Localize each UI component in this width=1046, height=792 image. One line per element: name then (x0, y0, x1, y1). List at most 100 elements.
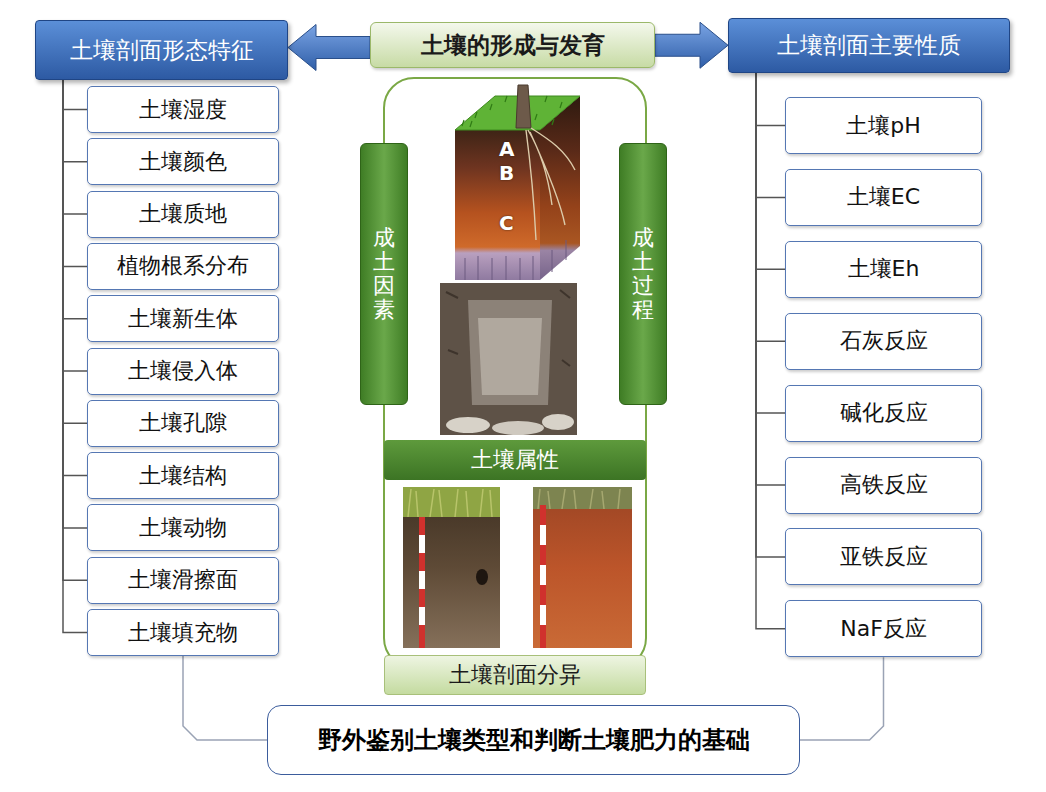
node-text: 石灰反应 (840, 326, 928, 356)
tree-line (63, 80, 87, 266)
group-outline (384, 78, 646, 668)
node-text: 野外鉴别土壤类型和判断土壤肥力的基础 (318, 724, 750, 756)
list-item-box: 亚铁反应 (785, 528, 982, 585)
topic-box: 土壤的形成与发育 (370, 22, 655, 68)
horizon-label: B (499, 161, 514, 185)
measuring-stick (419, 607, 425, 625)
node-text: 碱化反应 (840, 398, 928, 428)
measuring-stick (419, 517, 425, 535)
profile-photo-left (403, 487, 500, 648)
pit-spoil (542, 414, 574, 430)
node-text: NaF反应 (840, 614, 927, 644)
measuring-stick (540, 605, 546, 625)
list-item-box: 土壤结构 (87, 452, 279, 499)
tree-line (63, 80, 87, 476)
measuring-stick (419, 589, 425, 607)
list-item-box: 土壤Eh (785, 241, 982, 298)
tree-line (63, 80, 87, 371)
pit-wall (468, 300, 552, 405)
measuring-stick (419, 625, 425, 648)
profile-soil (403, 487, 500, 648)
list-item-box: 土壤质地 (87, 191, 279, 238)
node-text: 土壤剖面形态特征 (70, 35, 254, 66)
soil-pit-photo (440, 283, 577, 435)
node-text: 土壤孔隙 (139, 408, 227, 438)
tree-line (63, 80, 87, 110)
list-item-box: 土壤颜色 (87, 138, 279, 185)
tree-line (63, 80, 87, 319)
list-item-box: NaF反应 (785, 600, 982, 657)
measuring-stick (540, 565, 546, 585)
tree-line (63, 80, 87, 423)
measuring-stick (419, 571, 425, 589)
tree-line (63, 80, 87, 214)
node-text: 亚铁反应 (840, 542, 928, 572)
node-text: 土壤侵入体 (128, 356, 238, 386)
node-text: 土壤EC (847, 182, 920, 212)
pit-floor (478, 318, 542, 395)
tree-trunk (516, 85, 531, 128)
tree-roots (526, 128, 575, 240)
list-item-box: 碱化反应 (785, 385, 982, 442)
list-item-box: 土壤侵入体 (87, 348, 279, 395)
connector-line (800, 657, 884, 740)
list-item-box: 土壤滑擦面 (87, 557, 279, 604)
measuring-stick (540, 505, 546, 525)
tree-line (756, 73, 785, 341)
tree-line (756, 73, 785, 197)
list-item-box: 土壤pH (785, 97, 982, 154)
node-text: 土壤动物 (139, 513, 227, 543)
tree-line (756, 73, 785, 485)
measuring-stick (419, 553, 425, 571)
tree-line (756, 73, 785, 413)
node-text: 土壤剖面分异 (449, 660, 581, 690)
section-header: 土壤剖面主要性质 (728, 18, 1010, 73)
vertical-bar: 成土因素 (360, 143, 408, 405)
pit-ground (440, 283, 577, 435)
node-text: 土壤结构 (139, 461, 227, 491)
measuring-stick (540, 545, 546, 565)
node-text: 土壤剖面主要性质 (777, 30, 961, 61)
tree-line (63, 80, 87, 528)
list-item-box: 土壤填充物 (87, 609, 279, 656)
node-text: 成土因素 (373, 226, 395, 323)
block-arrow (288, 25, 370, 71)
section-header: 土壤剖面形态特征 (35, 20, 288, 80)
pit-spoil (492, 421, 544, 435)
node-text: 土壤湿度 (139, 95, 227, 125)
connector-line (183, 656, 267, 740)
vertical-bar: 成土过程 (619, 143, 667, 405)
profile-grass (403, 487, 500, 517)
grass-blades (462, 96, 562, 127)
profile-grass (533, 487, 632, 509)
profile-photo-right (533, 487, 632, 648)
tree-line (756, 73, 785, 126)
node-text: 土壤填充物 (128, 618, 238, 648)
node-text: 成土过程 (632, 226, 654, 323)
list-item-box: 土壤孔隙 (87, 400, 279, 447)
list-item-box: 土壤动物 (87, 504, 279, 551)
list-item-box: 土壤EC (785, 169, 982, 226)
grass-blades (538, 489, 620, 509)
tree-line (63, 80, 87, 633)
measuring-stick (540, 585, 546, 605)
pit-texture (446, 290, 570, 366)
tree-line (63, 80, 87, 580)
measuring-stick (419, 535, 425, 553)
measuring-stick (540, 525, 546, 545)
horizon-label: A (499, 137, 514, 161)
measuring-stick (540, 625, 546, 648)
node-text: 植物根系分布 (117, 251, 249, 281)
grass-blades (408, 489, 492, 517)
profile-soil (533, 487, 632, 648)
horizon-label: C (499, 211, 514, 235)
tree-line (63, 80, 87, 162)
soil-hole (476, 569, 488, 585)
list-item-box: 高铁反应 (785, 457, 982, 514)
list-item-box: 石灰反应 (785, 313, 982, 370)
tree-line (756, 73, 785, 629)
node-text: 高铁反应 (840, 470, 928, 500)
node-text: 土壤Eh (848, 254, 920, 284)
block-arrow (655, 22, 728, 68)
pit-spoil (446, 417, 490, 433)
